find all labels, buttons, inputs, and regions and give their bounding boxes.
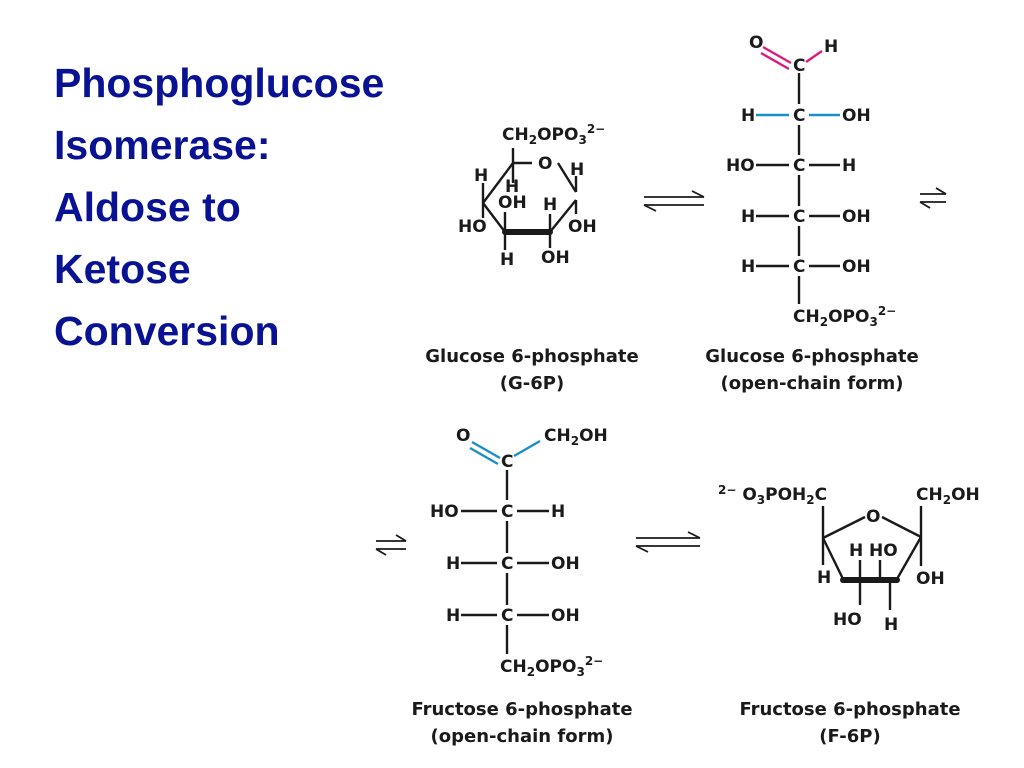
g6p-open-row4-right: OH (842, 257, 871, 277)
g6p-caption-line-2: (G-6P) (500, 373, 564, 394)
g6p-open-row1-center: C (793, 106, 805, 126)
g6p-open-double-bond-2 (760, 51, 790, 71)
f6p-atom-h-down: H (884, 615, 898, 635)
g6p-ring-o: O (538, 154, 552, 174)
equilibrium-arrow-4 (635, 531, 701, 553)
g6p-oh-left: OH (498, 193, 527, 213)
equilibrium-arrow-3 (375, 534, 407, 556)
f6p-open-carbonyl-c: C (501, 452, 513, 472)
f6p-side-group: CH2OH (916, 485, 980, 507)
f6p-atom-ho-down: HO (833, 610, 862, 630)
f6p-atom-h-up: H (849, 541, 863, 561)
g6p-anomeric-h: H (570, 160, 584, 180)
g6p-ring-bond-5 (549, 199, 577, 233)
f6p-phosphate-label: 2− O3POH2C (718, 483, 827, 507)
g6p-open-row1-right: OH (842, 106, 871, 126)
f6p-open-chain-structure: O C CH2OH HO C H H C OH H C OH CH2OPO32−… (411, 426, 632, 747)
title-line-5: Conversion (54, 308, 280, 354)
g6p-ring-bond-2 (556, 162, 578, 193)
f6p-open-row3-left: H (446, 606, 460, 626)
f6p-caption-line-2: (F-6P) (819, 726, 880, 747)
g6p-caption-line-1: Glucose 6-phosphate (425, 346, 638, 367)
g6p-open-row3-right: OH (842, 207, 871, 227)
f6p-ring-o: O (866, 507, 880, 527)
g6p-open-ch-bond (805, 50, 823, 63)
f6p-open-row2-right: OH (551, 554, 580, 574)
f6p-open-row2-center: C (501, 554, 513, 574)
f6p-open-caption-line-1: Fructose 6-phosphate (411, 699, 632, 720)
g6p-oh-teal: OH (541, 248, 570, 268)
g6p-open-chain-structure: O C H H C OH HO C H H C OH H C OH C (705, 33, 918, 394)
f6p-ring-bond-2 (881, 515, 922, 539)
f6p-open-double-bond-1 (471, 440, 501, 460)
f6p-open-row1-left: HO (430, 502, 459, 522)
title-line-4: Ketose (54, 246, 191, 292)
g6p-phosphate-label: CH2OPO32− (502, 122, 605, 147)
g6p-ring-structure: CH2OPO32− H H O H OH H HO OH H OH Glucos… (425, 122, 638, 394)
f6p-open-row2-left: H (446, 554, 460, 574)
f6p-caption-line-1: Fructose 6-phosphate (739, 699, 960, 720)
slide-title: Phosphoglucose Isomerase: Aldose to Keto… (54, 52, 474, 362)
g6p-open-row4-center: C (793, 257, 805, 277)
g6p-ho-label: HO (458, 217, 487, 237)
f6p-open-carbonyl-o: O (456, 426, 470, 446)
g6p-atom-h1: H (474, 166, 488, 186)
g6p-open-bottom-group: CH2OPO32− (793, 304, 896, 329)
g6p-open-carbonyl-h: H (824, 37, 838, 57)
g6p-open-double-bond-1 (762, 45, 792, 65)
g6p-h-bottom: H (500, 250, 514, 270)
g6p-open-caption-line-2: (open-chain form) (721, 373, 904, 394)
g6p-ring-bond-4 (482, 202, 506, 233)
g6p-open-caption-line-1: Glucose 6-phosphate (705, 346, 918, 367)
equilibrium-arrow-1 (643, 190, 705, 212)
title-line-1: Phosphoglucose (54, 60, 385, 106)
f6p-ring-bond-1 (822, 515, 866, 540)
g6p-open-row1-left: H (741, 106, 755, 126)
f6p-ring-bond-3 (821, 537, 845, 580)
g6p-open-row2-right: H (842, 156, 856, 176)
equilibrium-arrow-2 (919, 187, 947, 209)
f6p-open-row1-right: H (551, 502, 565, 522)
g6p-h-teal: H (543, 195, 557, 215)
f6p-open-bottom-group: CH2OPO32− (500, 654, 603, 679)
g6p-open-carbonyl-o: O (749, 33, 763, 53)
g6p-ring-bond-3 (482, 162, 514, 204)
g6p-open-carbonyl-c: C (793, 56, 805, 76)
f6p-open-row1-center: C (501, 502, 513, 522)
f6p-open-row3-center: C (501, 606, 513, 626)
f6p-atom-h-left: H (817, 568, 831, 588)
f6p-open-row3-right: OH (551, 606, 580, 626)
g6p-open-row4-left: H (741, 257, 755, 277)
f6p-ring-structure: 2− O3POH2C CH2OH O H HO H OH HO H Fructo… (718, 483, 980, 747)
f6p-open-caption-line-2: (open-chain form) (431, 726, 614, 747)
title-line-3: Aldose to (54, 184, 241, 230)
f6p-open-double-bond-2 (469, 446, 499, 466)
g6p-open-row3-left: H (741, 207, 755, 227)
f6p-open-side-bond (513, 439, 541, 458)
g6p-atom-h2: H (505, 177, 519, 197)
f6p-ring-bond-4 (895, 536, 923, 580)
g6p-open-row3-center: C (793, 207, 805, 227)
f6p-open-side-group: CH2OH (544, 426, 608, 448)
f6p-atom-ho-up: HO (869, 541, 898, 561)
title-line-2: Isomerase: (54, 122, 271, 168)
f6p-oh-teal: OH (916, 569, 945, 589)
g6p-open-row2-center: C (793, 156, 805, 176)
g6p-open-row2-left: HO (726, 156, 755, 176)
g6p-oh-magenta: OH (568, 217, 597, 237)
